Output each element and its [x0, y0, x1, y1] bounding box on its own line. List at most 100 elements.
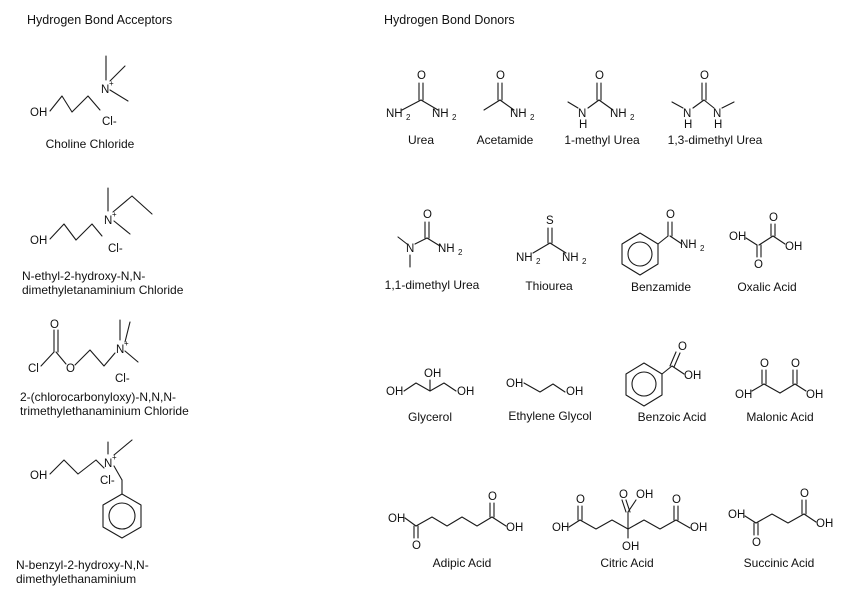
svg-text:N: N: [713, 108, 721, 120]
structure-n-ethyl-2-hydroxy: OH N + Cl-: [30, 187, 153, 255]
structure-citric-acid: OH O OH O OH O OH: [552, 489, 707, 553]
svg-text:OH: OH: [622, 541, 639, 553]
svg-text:H: H: [579, 119, 587, 131]
svg-text:OH: OH: [566, 386, 583, 398]
donor-name: 1,3-dimethyl Urea: [667, 133, 763, 147]
svg-text:H: H: [714, 119, 722, 131]
svg-text:OH: OH: [424, 368, 441, 380]
svg-text:OH: OH: [735, 389, 752, 401]
acceptor-name: N-ethyl-2-hydroxy-N,N-: [22, 269, 146, 283]
svg-text:+: +: [124, 339, 129, 348]
donor-name: Acetamide: [476, 133, 534, 147]
svg-text:O: O: [672, 494, 681, 506]
svg-text:O: O: [423, 209, 432, 221]
donor-name: Glycerol: [407, 410, 453, 424]
svg-text:Cl-: Cl-: [100, 475, 115, 487]
donor-name: Thiourea: [525, 279, 573, 293]
svg-text:N: N: [578, 108, 586, 120]
svg-text:N: N: [104, 458, 112, 470]
svg-text:OH: OH: [816, 518, 833, 530]
svg-text:2: 2: [582, 257, 587, 266]
donor-name: 1,1-dimethyl Urea: [384, 278, 480, 292]
svg-text:O: O: [700, 70, 709, 82]
svg-text:S: S: [546, 215, 554, 227]
acceptor-name: Choline Chloride: [45, 137, 135, 151]
svg-text:OH: OH: [684, 370, 701, 382]
svg-text:OH: OH: [690, 522, 707, 534]
svg-text:NH: NH: [562, 252, 579, 264]
svg-text:NH: NH: [438, 243, 455, 255]
structure-chlorocarbonyloxy: Cl O O N + Cl-: [28, 319, 139, 385]
svg-text:O: O: [50, 319, 59, 331]
svg-text:O: O: [412, 540, 421, 552]
svg-text:O: O: [754, 259, 763, 271]
svg-text:OH: OH: [552, 522, 569, 534]
svg-text:2: 2: [530, 113, 535, 122]
svg-text:O: O: [417, 70, 426, 82]
svg-text:2: 2: [700, 244, 705, 253]
donors-header: Hydrogen Bond Donors: [384, 13, 515, 27]
svg-text:NH: NH: [510, 108, 527, 120]
svg-text:H: H: [684, 119, 692, 131]
acceptor-name: dimethyletanaminium Chloride: [22, 283, 184, 297]
structure-benzoic-acid: O OH: [625, 341, 701, 407]
donor-name: Ethylene Glycol: [508, 409, 592, 423]
svg-text:NH: NH: [610, 108, 627, 120]
donor-name: Benzamide: [630, 280, 692, 294]
svg-text:Cl-: Cl-: [108, 243, 123, 255]
svg-text:+: +: [112, 453, 117, 462]
svg-text:N: N: [104, 215, 112, 227]
svg-text:2: 2: [452, 113, 457, 122]
donor-name: Oxalic Acid: [737, 280, 797, 294]
svg-text:2: 2: [406, 113, 411, 122]
svg-text:OH: OH: [506, 378, 523, 390]
structure-succinic-acid: OH O O OH: [728, 488, 833, 549]
svg-text:O: O: [678, 341, 687, 353]
svg-text:N: N: [116, 344, 124, 356]
svg-text:O: O: [66, 363, 75, 375]
svg-text:O: O: [800, 488, 809, 500]
donor-name: Benzoic Acid: [637, 410, 707, 424]
structure-adipic-acid: OH O O OH: [388, 491, 523, 552]
svg-text:N: N: [683, 108, 691, 120]
svg-text:OH: OH: [30, 470, 47, 482]
svg-text:OH: OH: [506, 522, 523, 534]
structure-choline-chloride: OH N + Cl-: [30, 55, 129, 128]
svg-text:OH: OH: [30, 107, 47, 119]
svg-text:OH: OH: [457, 386, 474, 398]
svg-text:2: 2: [536, 257, 541, 266]
svg-text:2: 2: [458, 248, 463, 257]
structure-malonic-acid: OH O O OH: [735, 358, 823, 401]
svg-text:+: +: [112, 210, 117, 219]
structure-glycerol: OH OH OH: [386, 368, 474, 398]
svg-text:OH: OH: [636, 489, 653, 501]
donor-name: 1-methyl Urea: [564, 133, 640, 147]
structure-ethylene-glycol: OH OH: [506, 378, 583, 398]
donor-name: Succinic Acid: [743, 556, 815, 570]
svg-text:OH: OH: [386, 386, 403, 398]
donor-name: Urea: [407, 133, 435, 147]
donor-name: Adipic Acid: [432, 556, 492, 570]
structure-n-benzyl: OH N + Cl-: [30, 439, 142, 539]
svg-text:O: O: [576, 494, 585, 506]
svg-text:O: O: [791, 358, 800, 370]
svg-text:OH: OH: [728, 509, 745, 521]
donor-name: Malonic Acid: [746, 410, 814, 424]
acceptor-name: N-benzyl-2-hydroxy-N,N-: [16, 558, 149, 572]
svg-text:OH: OH: [729, 231, 746, 243]
svg-text:+: +: [109, 79, 114, 88]
svg-text:Cl-: Cl-: [115, 373, 130, 385]
structure-oxalic-acid: OH O O OH: [729, 212, 802, 271]
svg-text:Cl: Cl: [28, 363, 39, 375]
svg-text:OH: OH: [785, 241, 802, 253]
svg-text:NH: NH: [516, 252, 533, 264]
svg-text:NH: NH: [432, 108, 449, 120]
svg-text:O: O: [760, 358, 769, 370]
svg-text:N: N: [406, 243, 414, 255]
acceptor-name: 2-(chlorocarbonyloxy)-N,N,N-: [20, 390, 177, 404]
svg-text:NH: NH: [386, 108, 403, 120]
